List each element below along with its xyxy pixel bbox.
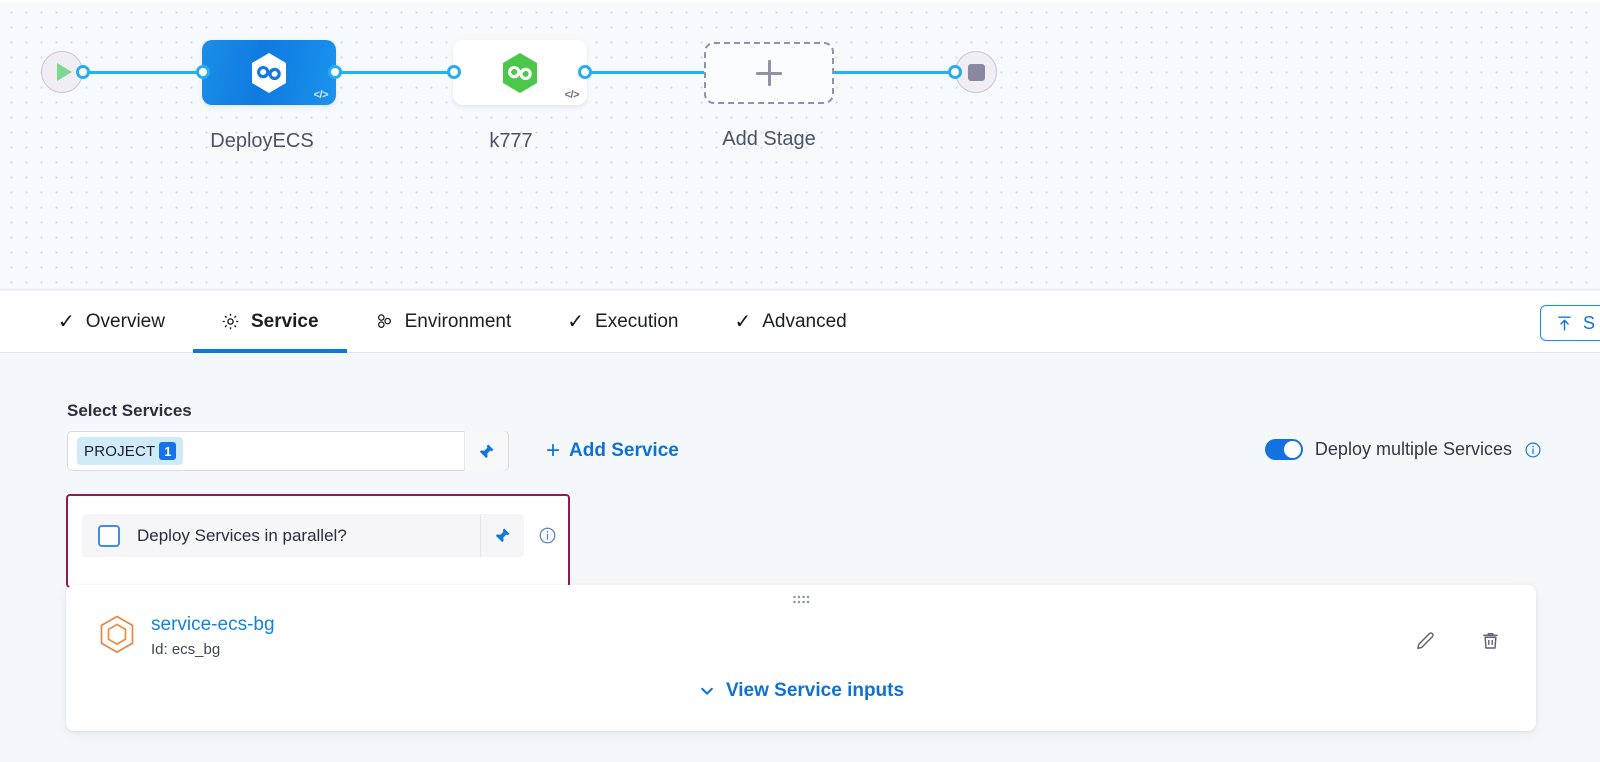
gear-icon [221,312,240,331]
tab-execution[interactable]: ✓ Execution [539,291,706,352]
service-card-actions [1414,629,1502,652]
pin-parallel-field-button[interactable] [480,514,524,557]
tab-service[interactable]: Service [192,291,347,353]
pipeline-end-node[interactable] [955,51,997,93]
start-node-connector-dot[interactable] [76,65,90,79]
save-button[interactable]: S [1539,305,1600,341]
edge-deployecs-to-k777 [330,71,460,74]
chip-label: PROJECT [84,442,156,460]
stage-label-deployecs: DeployECS [210,130,314,152]
service-scope-chip[interactable]: PROJECT 1 [77,437,184,465]
pipeline-start-node[interactable] [41,51,83,93]
pencil-icon[interactable] [1414,629,1437,652]
end-node-connector-dot[interactable] [948,65,962,79]
view-service-inputs-toggle[interactable]: View Service inputs [66,680,1536,702]
tab-environment[interactable]: Environment [347,291,540,352]
deploy-in-parallel-highlight-box: Deploy Services in parallel? [66,494,570,588]
stage-config-tabbar: ✓ Overview Service Environment [0,291,1600,353]
deployecs-input-dot[interactable] [196,65,210,79]
service-tab-panel: Select Services PROJECT 1 + Add Service [0,353,1600,762]
info-icon[interactable] [1524,441,1542,459]
k777-input-dot[interactable] [447,65,461,79]
select-services-row: PROJECT 1 + Add Service [67,431,679,471]
pin-icon [495,528,510,543]
check-icon: ✓ [567,310,585,333]
pipeline-stage-k777[interactable]: </> [453,40,587,105]
tab-overview[interactable]: ✓ Overview [30,291,193,352]
canvas-top-border [0,0,1600,2]
toggle-knob [1283,441,1301,458]
stage-code-icon: </> [313,89,329,101]
tab-advanced[interactable]: ✓ Advanced [706,291,874,352]
tab-label: Environment [404,310,512,332]
deploy-multiple-services-row: Deploy multiple Services [1264,439,1542,460]
stage-code-icon: </> [564,89,580,101]
check-icon: ✓ [58,310,75,333]
deploy-in-parallel-label: Deploy Services in parallel? [137,525,347,545]
drag-handle-icon[interactable] [793,594,810,607]
services-multiselect-input[interactable]: PROJECT 1 [67,431,509,471]
k777-output-dot[interactable] [578,65,592,79]
stop-icon [967,63,985,81]
view-service-inputs-label: View Service inputs [725,680,905,701]
harness-hexagon-icon [500,51,540,95]
check-icon: ✓ [734,310,752,333]
add-stage-label: Add Stage [722,128,816,150]
plus-icon: + [546,437,561,464]
tab-label: Service [250,310,319,332]
tab-label: Advanced [762,310,847,332]
deployecs-output-dot[interactable] [328,65,342,79]
deploy-multiple-services-toggle[interactable] [1264,439,1303,460]
play-icon [56,63,72,81]
deploy-in-parallel-field[interactable]: Deploy Services in parallel? [82,514,524,557]
plus-icon-vertical [767,60,771,86]
pin-icon [479,444,494,458]
edge-k777-to-add-stage [580,71,780,74]
info-icon[interactable] [538,526,557,545]
pipeline-stage-deployecs[interactable]: </> [202,40,336,105]
service-id-text: Id: ecs_bg [151,640,221,658]
add-service-label: Add Service [569,440,679,461]
save-upload-icon [1555,314,1574,333]
stage-label-k777: k777 [489,130,533,152]
save-button-label: S [1582,312,1595,333]
chip-count-badge: 1 [159,442,177,460]
tab-label: Execution [595,310,679,332]
add-stage-button[interactable] [704,42,834,104]
service-name-link[interactable]: service-ecs-bg [151,614,275,635]
edge-start-to-deployecs [83,71,208,74]
service-identity: service-ecs-bg Id: ecs_bg [98,614,275,658]
harness-hexagon-icon [249,51,289,95]
pin-services-field-button[interactable] [464,431,508,471]
deploy-in-parallel-checkbox[interactable] [98,524,120,547]
pipeline-canvas[interactable]: </> DeployECS </> k777 [0,0,1600,290]
select-services-heading: Select Services [67,401,192,420]
trash-icon[interactable] [1479,629,1502,652]
infrastructure-icon [375,312,394,331]
tab-label: Overview [85,310,165,332]
edge-add-stage-to-end [830,71,965,74]
service-hexagon-icon [98,614,136,656]
chevron-down-icon [698,682,716,700]
service-card[interactable]: service-ecs-bg Id: ecs_bg [66,585,1536,731]
add-service-button[interactable]: + Add Service [546,439,679,463]
deploy-multiple-services-label: Deploy multiple Services [1314,439,1512,459]
